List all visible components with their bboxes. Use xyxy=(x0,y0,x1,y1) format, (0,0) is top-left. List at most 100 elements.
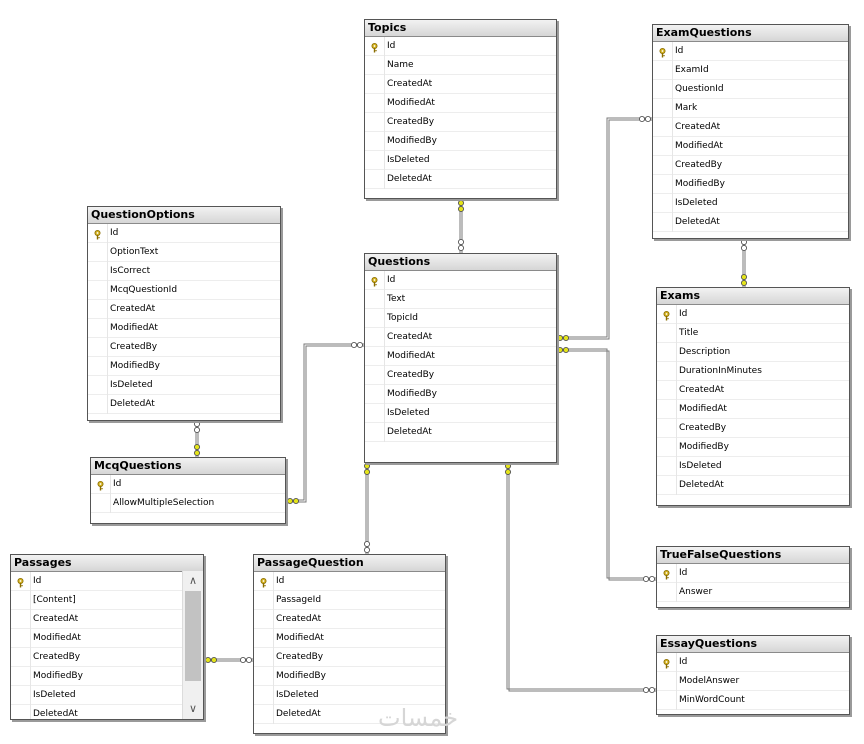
column-row[interactable]: CreatedAt xyxy=(11,610,182,629)
column-row[interactable]: CreatedBy xyxy=(88,338,280,357)
column-row[interactable]: Id xyxy=(91,475,285,494)
column-row[interactable]: IsDeleted xyxy=(88,376,280,395)
column-row[interactable]: IsDeleted xyxy=(365,151,556,170)
column-row[interactable]: ModifiedBy xyxy=(88,357,280,376)
scroll-down-icon[interactable]: ∨ xyxy=(188,702,198,715)
column-row[interactable]: QuestionId xyxy=(653,80,848,99)
column-row[interactable]: Id xyxy=(11,572,182,591)
column-row[interactable]: OptionText xyxy=(88,243,280,262)
column-row[interactable]: DeletedAt xyxy=(365,170,556,189)
column-row[interactable]: ModifiedBy xyxy=(11,667,182,686)
rel-questions-passagequestion[interactable] xyxy=(365,462,369,554)
vertical-scrollbar[interactable]: ∧∨ xyxy=(182,571,203,719)
rel-mcqquestions-questions[interactable] xyxy=(285,343,365,503)
column-row[interactable]: DeletedAt xyxy=(653,213,848,232)
table-title[interactable]: Topics xyxy=(365,20,556,37)
column-row[interactable]: DeletedAt xyxy=(88,395,280,414)
column-row[interactable]: IsDeleted xyxy=(657,457,849,476)
column-row[interactable]: Id xyxy=(657,564,849,583)
column-row[interactable]: DeletedAt xyxy=(657,476,849,495)
table-title[interactable]: QuestionOptions xyxy=(88,207,280,224)
column-row[interactable]: Description xyxy=(657,343,849,362)
column-row[interactable]: Title xyxy=(657,324,849,343)
rel-questions-examquestions[interactable] xyxy=(556,117,653,340)
column-row[interactable]: ModifiedAt xyxy=(365,347,556,366)
column-row[interactable]: AllowMultipleSelection xyxy=(91,494,285,513)
table-title[interactable]: PassageQuestion xyxy=(254,555,445,572)
column-row[interactable]: Mark xyxy=(653,99,848,118)
table-title[interactable]: Exams xyxy=(657,288,849,305)
table-title[interactable]: McqQuestions xyxy=(91,458,285,475)
column-row[interactable]: DeletedAt xyxy=(365,423,556,442)
table-title[interactable]: ExamQuestions xyxy=(653,25,848,42)
rel-questions-essayquestions[interactable] xyxy=(506,462,657,692)
rel-questionoptions-mcqquestions[interactable] xyxy=(195,420,199,457)
column-row[interactable]: IsDeleted xyxy=(254,686,445,705)
column-row[interactable]: Id xyxy=(254,572,445,591)
rel-examquestions-exams[interactable] xyxy=(742,238,746,287)
column-row[interactable]: MinWordCount xyxy=(657,691,849,710)
column-row[interactable]: Id xyxy=(653,42,848,61)
column-row[interactable]: ModifiedBy xyxy=(365,132,556,151)
column-row[interactable]: ModifiedAt xyxy=(657,400,849,419)
column-row[interactable]: CreatedBy xyxy=(653,156,848,175)
column-row[interactable]: IsDeleted xyxy=(653,194,848,213)
column-row[interactable]: [Content] xyxy=(11,591,182,610)
column-row[interactable]: CreatedAt xyxy=(365,75,556,94)
rel-questions-truefalsequestions[interactable] xyxy=(556,348,657,581)
column-row[interactable]: PassageId xyxy=(254,591,445,610)
column-row[interactable]: ModifiedAt xyxy=(653,137,848,156)
column-row[interactable]: ModifiedAt xyxy=(365,94,556,113)
column-row[interactable]: DeletedAt xyxy=(254,705,445,724)
column-row[interactable]: Id xyxy=(88,224,280,243)
scroll-up-icon[interactable]: ∧ xyxy=(188,574,198,587)
column-row[interactable]: Text xyxy=(365,290,556,309)
column-row[interactable]: McqQuestionId xyxy=(88,281,280,300)
column-row[interactable]: Id xyxy=(657,305,849,324)
column-row[interactable]: ModifiedBy xyxy=(365,385,556,404)
rel-passages-passagequestion[interactable] xyxy=(203,658,254,662)
table-title[interactable]: Questions xyxy=(365,254,556,271)
column-row[interactable]: CreatedBy xyxy=(365,113,556,132)
column-row[interactable]: DurationInMinutes xyxy=(657,362,849,381)
column-row[interactable]: Id xyxy=(365,271,556,290)
column-row[interactable]: IsDeleted xyxy=(365,404,556,423)
column-row[interactable]: ModifiedBy xyxy=(653,175,848,194)
column-row[interactable]: ModifiedAt xyxy=(254,629,445,648)
column-row[interactable]: CreatedAt xyxy=(657,381,849,400)
column-row[interactable]: ExamId xyxy=(653,61,848,80)
column-row[interactable]: CreatedBy xyxy=(11,648,182,667)
column-row[interactable]: Id xyxy=(365,37,556,56)
column-row[interactable]: CreatedBy xyxy=(365,366,556,385)
column-row[interactable]: CreatedAt xyxy=(653,118,848,137)
column-row[interactable]: DeletedAt xyxy=(11,705,182,719)
table-title[interactable]: TrueFalseQuestions xyxy=(657,547,849,564)
scroll-thumb[interactable] xyxy=(185,591,201,681)
column-row[interactable]: ModifiedAt xyxy=(88,319,280,338)
rel-topics-questions[interactable] xyxy=(459,198,463,254)
column-row[interactable]: CreatedAt xyxy=(88,300,280,319)
table-title[interactable]: Passages xyxy=(11,555,203,572)
column-row[interactable]: Answer xyxy=(657,583,849,602)
column-row[interactable]: CreatedBy xyxy=(254,648,445,667)
column-row[interactable]: IsCorrect xyxy=(88,262,280,281)
column-row[interactable]: ModifiedBy xyxy=(657,438,849,457)
column-row[interactable]: CreatedBy xyxy=(657,419,849,438)
column-row[interactable]: Id xyxy=(657,653,849,672)
table-title[interactable]: EssayQuestions xyxy=(657,636,849,653)
column-row[interactable]: TopicId xyxy=(365,309,556,328)
column-row[interactable]: ModifiedBy xyxy=(254,667,445,686)
column-row[interactable]: ModelAnswer xyxy=(657,672,849,691)
column-row[interactable]: CreatedAt xyxy=(254,610,445,629)
column-row[interactable]: ModifiedAt xyxy=(11,629,182,648)
column-row[interactable]: CreatedAt xyxy=(365,328,556,347)
